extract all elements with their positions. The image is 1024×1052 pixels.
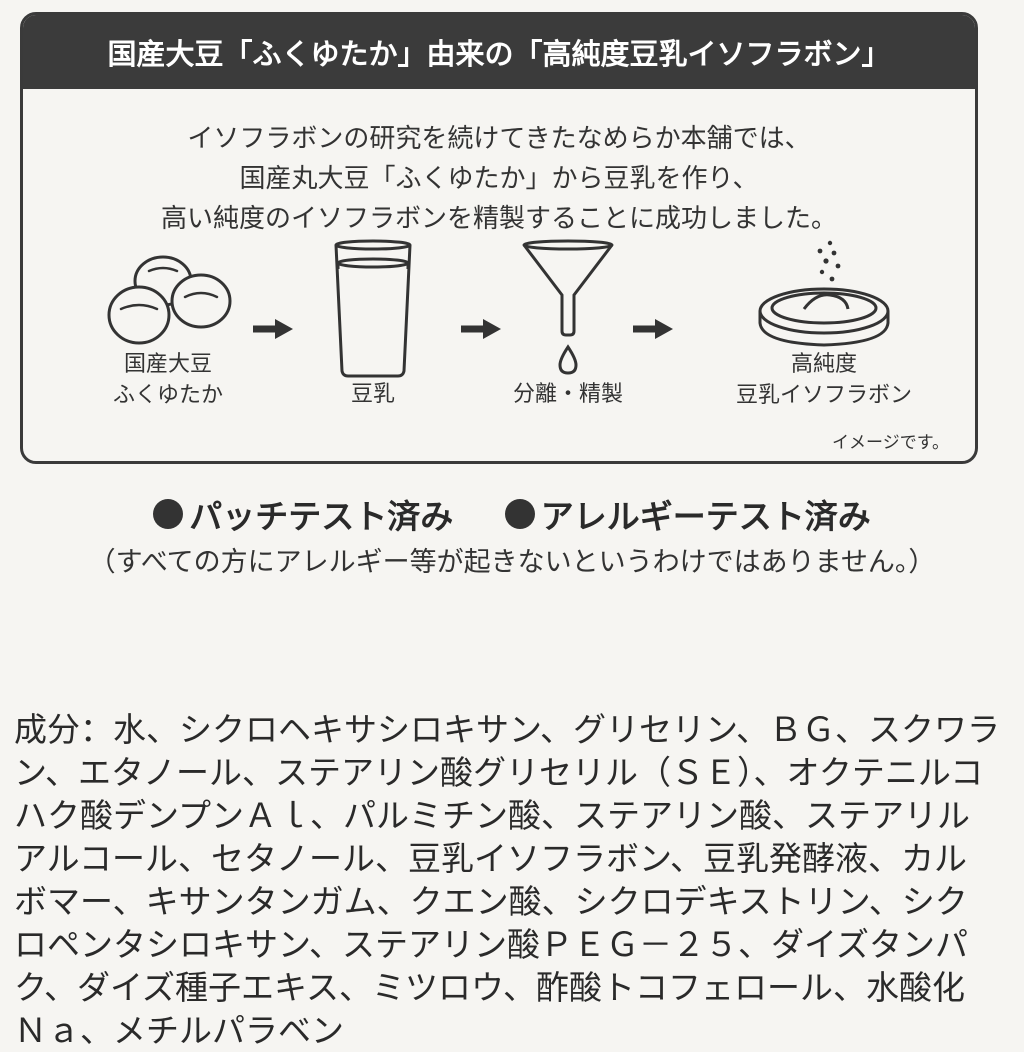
patch-test-badge: パッチテスト済み <box>153 490 453 538</box>
step-label-line2: 分離・精製 <box>512 382 623 407</box>
ingredients-line: ハク酸デンプンＡｌ、パルミチン酸、ステアリン酸、ステアリル <box>14 796 971 835</box>
ingredients-line: 成分：水、シクロヘキサシロキサン、グリセリン、ＢＧ、スクワラ <box>14 710 1001 749</box>
process-flow: 国産大豆 ふくゆたか 豆乳 <box>23 239 975 449</box>
allergy-test-badge: アレルギーテスト済み <box>504 490 871 538</box>
step-label-line2: 豆乳イソフラボン <box>735 383 912 408</box>
allergy-test-label: アレルギーテスト済み <box>540 497 871 536</box>
step-label-line1: 国産大豆 <box>123 352 212 377</box>
box-title: 国産大豆「ふくゆたか」由来の「高純度豆乳イソフラボン」 <box>23 15 975 89</box>
info-box: 国産大豆「ふくゆたか」由来の「高純度豆乳イソフラボン」 イソフラボンの研究を続け… <box>20 12 978 464</box>
ingredients-list: 成分：水、シクロヘキサシロキサン、グリセリン、ＢＧ、スクワラ ン、エタノール、ス… <box>14 708 1014 1052</box>
dish-icon <box>758 240 890 347</box>
bullet-dot-icon <box>153 499 184 529</box>
bullet-dot-icon <box>504 499 535 529</box>
step-label-line1: 高純度 <box>790 352 857 377</box>
patch-test-label: パッチテスト済み <box>189 497 454 536</box>
arrow-right-icon <box>461 319 501 339</box>
intro-line: 高い純度のイソフラボンを精製することに成功しました。 <box>160 204 837 234</box>
step-soybeans: 国産大豆 ふくゆたか <box>83 239 253 411</box>
step-label-line2: ふくゆたか <box>112 383 223 408</box>
step-isoflavone: 高純度 豆乳イソフラボン <box>699 239 949 411</box>
step-label-line2: 豆乳 <box>350 382 395 407</box>
glass-icon <box>334 239 412 378</box>
intro-text: イソフラボンの研究を続けてきたなめらか本舗では、 国産丸大豆「ふくゆたか」から豆… <box>23 119 975 239</box>
intro-line: イソフラボンの研究を続けてきたなめらか本舗では、 <box>187 124 811 154</box>
step-soymilk: 豆乳 <box>313 239 433 410</box>
test-badges: パッチテスト済み アレルギーテスト済み <box>0 490 1024 538</box>
image-note: イメージです。 <box>832 433 949 453</box>
ingredients-line: ボマー、キサンタンガム、クエン酸、シクロデキストリン、シク <box>14 882 968 921</box>
disclaimer: （すべての方にアレルギー等が起きないというわけではありません。） <box>88 547 936 578</box>
intro-line: 国産丸大豆「ふくゆたか」から豆乳を作り、 <box>239 164 759 194</box>
ingredients-line: アルコール、セタノール、豆乳イソフラボン、豆乳発酵液、カル <box>14 839 968 878</box>
ingredients-line: ク、ダイズ種子エキス、ミツロウ、酢酸トコフェロール、水酸化 <box>14 968 966 1007</box>
funnel-icon <box>522 239 614 375</box>
ingredients-line: Ｎａ、メチルパラベン <box>14 1011 344 1050</box>
arrow-right-icon <box>253 319 293 339</box>
ingredients-line: ロペンタシロキサン、ステアリン酸ＰＥＧ－２５、ダイズタンパ <box>14 925 969 964</box>
ingredients-line: ン、エタノール、ステアリン酸グリセリル（ＳＥ）、オクテニルコ <box>14 753 984 792</box>
soybeans-icon <box>107 255 232 345</box>
arrow-right-icon <box>633 319 673 339</box>
step-separation: 分離・精製 <box>493 239 643 410</box>
